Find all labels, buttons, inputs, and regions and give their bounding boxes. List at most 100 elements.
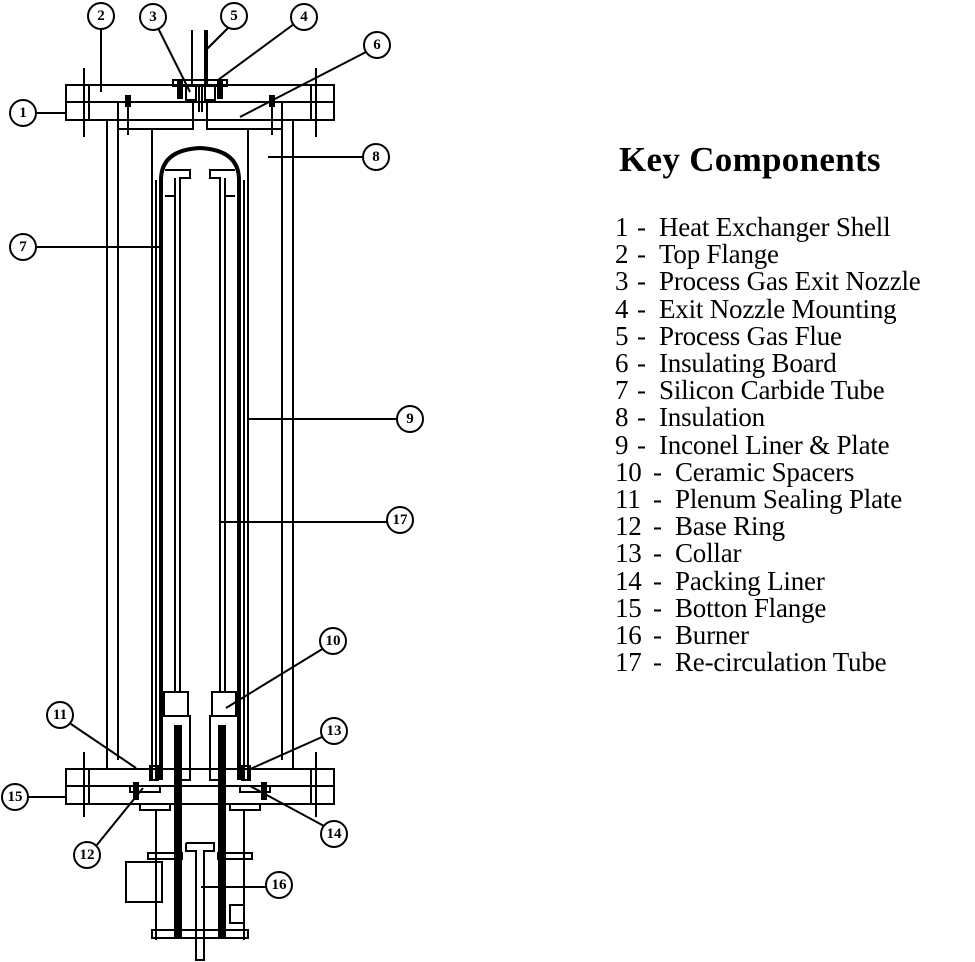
key-number: 3 — [615, 266, 629, 297]
key-item: 1 -Heat Exchanger Shell — [615, 212, 921, 242]
key-number: 9 — [615, 429, 629, 460]
callout-17: 17 — [221, 506, 414, 534]
silicon-carbide-tube — [155, 145, 245, 780]
key-separator: - — [637, 375, 646, 406]
callout-12: 12 — [73, 787, 144, 869]
key-item: 8 -Insulation — [615, 404, 921, 431]
key-label: Exit Nozzle Mounting — [659, 293, 897, 324]
recirculation-tube — [165, 169, 235, 692]
key-separator: - — [637, 293, 646, 324]
svg-text:17: 17 — [393, 512, 409, 528]
callout-3: 3 — [139, 3, 191, 93]
key-item: 3 -Process Gas Exit Nozzle — [615, 268, 921, 295]
svg-text:4: 4 — [300, 9, 308, 25]
svg-text:3: 3 — [149, 9, 157, 25]
key-item: 9 -Inconel Liner & Plate — [615, 429, 921, 460]
bottom-flange — [65, 752, 335, 817]
key-label: Collar — [675, 538, 742, 569]
key-number: 17 — [615, 647, 642, 678]
key-separator: - — [637, 239, 646, 270]
insulation — [151, 129, 249, 780]
key-item: 13-Collar — [615, 540, 921, 567]
svg-text:6: 6 — [373, 37, 381, 53]
key-item: 10-Ceramic Spacers — [615, 456, 921, 487]
key-label: Plenum Sealing Plate — [675, 484, 902, 515]
ceramic-spacers — [163, 691, 237, 817]
callout-7: 7 — [9, 233, 160, 261]
key-label: Heat Exchanger Shell — [659, 212, 891, 242]
key-label: Insulation — [659, 402, 765, 433]
key-separator: - — [637, 266, 646, 297]
svg-text:11: 11 — [53, 707, 67, 723]
callout-9: 9 — [248, 405, 424, 433]
svg-text:12: 12 — [80, 847, 95, 863]
key-number: 5 — [615, 320, 629, 351]
callout-10: 10 — [225, 627, 347, 709]
key-components-panel: Key Components 1 -Heat Exchanger Shell 2… — [615, 138, 921, 676]
key-list: 1 -Heat Exchanger Shell 2 -Top Flange 3 … — [615, 212, 921, 676]
heat-exchanger-shell — [66, 102, 334, 770]
key-number: 2 — [615, 239, 629, 270]
key-number: 15 — [615, 592, 642, 623]
key-item: 6 -Insulating Board — [615, 348, 921, 379]
key-separator: - — [653, 565, 662, 596]
exit-nozzle — [172, 30, 228, 112]
callout-15: 15 — [1, 783, 66, 811]
svg-text:1: 1 — [19, 105, 27, 121]
key-separator: - — [637, 402, 646, 433]
key-separator: - — [653, 484, 662, 515]
key-label: Botton Flange — [675, 592, 827, 623]
burner — [125, 810, 253, 961]
key-label: Silicon Carbide Tube — [659, 375, 885, 406]
key-item: 17-Re-circulation Tube — [615, 649, 921, 676]
key-title: Key Components — [619, 140, 881, 179]
key-separator: - — [637, 348, 646, 379]
key-separator: - — [653, 592, 662, 623]
key-item: 2 -Top Flange — [615, 241, 921, 268]
key-item: 7 -Silicon Carbide Tube — [615, 377, 921, 404]
heat-exchanger-diagram: 1 2 3 4 5 6 7 8 9 10 11 12 13 14 15 16 1… — [1, 2, 424, 961]
key-item: 16-Burner — [615, 620, 921, 651]
svg-text:15: 15 — [8, 789, 23, 805]
key-number: 6 — [615, 348, 629, 379]
svg-text:7: 7 — [19, 239, 27, 255]
key-item: 12-Base Ring — [615, 513, 921, 540]
key-number: 16 — [615, 620, 642, 651]
callout-5: 5 — [205, 2, 248, 51]
key-number: 8 — [615, 402, 629, 433]
insulating-board — [118, 95, 282, 135]
callout-8: 8 — [268, 143, 390, 171]
key-number: 10 — [615, 456, 642, 487]
svg-text:2: 2 — [97, 8, 105, 24]
key-label: Top Flange — [659, 239, 779, 270]
key-item: 5 -Process Gas Flue — [615, 320, 921, 351]
key-separator: - — [653, 456, 662, 487]
key-separator: - — [637, 320, 646, 351]
key-item: 15-Botton Flange — [615, 592, 921, 623]
key-label: Packing Liner — [675, 565, 825, 596]
key-label: Ceramic Spacers — [675, 456, 855, 487]
callout-13: 13 — [247, 717, 348, 771]
callout-16: 16 — [201, 871, 293, 899]
svg-text:5: 5 — [230, 8, 238, 24]
key-item: 4 -Exit Nozzle Mounting — [615, 293, 921, 324]
callout-4: 4 — [217, 3, 318, 81]
key-number: 7 — [615, 375, 629, 406]
callout-11: 11 — [46, 701, 137, 769]
key-label: Process Gas Exit Nozzle — [659, 266, 921, 297]
callout-14: 14 — [249, 785, 348, 848]
key-number: 13 — [615, 538, 642, 569]
key-item: 11-Plenum Sealing Plate — [615, 484, 921, 515]
key-label: Inconel Liner & Plate — [659, 429, 890, 460]
key-separator: - — [653, 620, 662, 651]
callout-6: 6 — [239, 31, 391, 118]
key-label: Re-circulation Tube — [675, 647, 887, 678]
key-label: Insulating Board — [659, 348, 837, 379]
key-separator: - — [653, 647, 662, 678]
callout-2: 2 — [87, 2, 115, 92]
key-number: 1 — [615, 212, 629, 242]
key-label: Burner — [675, 620, 749, 651]
svg-text:14: 14 — [327, 826, 343, 842]
key-label: Base Ring — [675, 511, 785, 542]
key-number: 14 — [615, 565, 642, 596]
